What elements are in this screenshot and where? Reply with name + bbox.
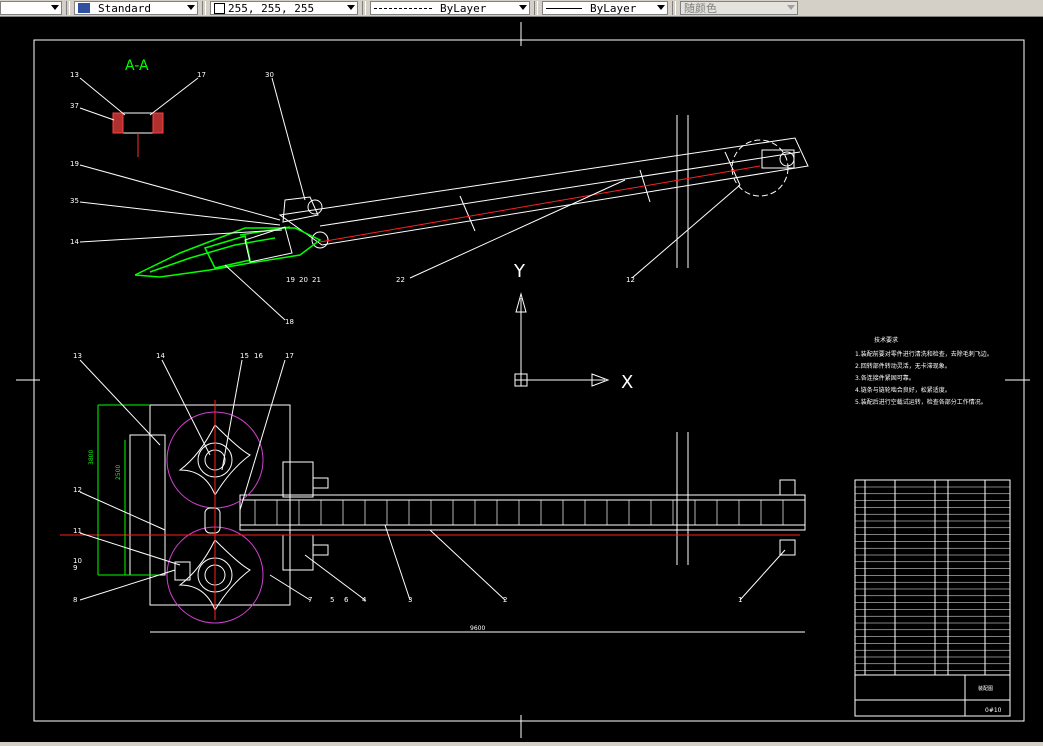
lineweight-value: ByLayer <box>590 1 637 15</box>
svg-text:15: 15 <box>240 352 249 360</box>
svg-text:21: 21 <box>312 276 321 284</box>
lower-leaders <box>79 359 786 601</box>
linetype-preview-icon <box>374 7 432 9</box>
chevron-down-icon <box>787 5 795 10</box>
chevron-down-icon <box>187 5 195 10</box>
cad-drawing: A-A <box>16 22 1030 738</box>
chevron-down-icon <box>51 5 59 10</box>
drawing-canvas[interactable]: A-A <box>0 17 1043 742</box>
color-swatch-icon <box>214 2 225 14</box>
svg-text:19: 19 <box>70 160 79 168</box>
svg-text:35: 35 <box>70 197 79 205</box>
svg-text:2: 2 <box>503 596 507 604</box>
svg-text:20: 20 <box>299 276 308 284</box>
lower-callouts: 13 14 15 16 17 12 11 109 8 7 5 6 4 3 2 1 <box>73 352 742 604</box>
svg-text:22: 22 <box>396 276 405 284</box>
linetype-dropdown[interactable]: ByLayer <box>370 1 530 15</box>
chevron-down-icon <box>519 5 527 10</box>
section-view <box>79 77 199 157</box>
layer-dropdown[interactable] <box>0 1 62 15</box>
title-block-name: 装配图 <box>978 685 993 692</box>
dim-height-2: 2500 <box>115 465 122 480</box>
sprocket-details <box>174 424 251 612</box>
text-style-dropdown[interactable]: Standard <box>74 1 198 15</box>
ucs-icon <box>514 292 610 387</box>
svg-text:12: 12 <box>73 486 82 494</box>
svg-text:37: 37 <box>70 102 79 110</box>
text-style-icon <box>78 3 90 13</box>
toolbar-separator <box>66 1 70 15</box>
chain-links <box>254 500 784 525</box>
plan-view-frame <box>129 404 806 606</box>
tech-note-3: 3.各连接件紧固可靠。 <box>855 374 915 382</box>
color-value: 255, 255, 255 <box>228 1 315 15</box>
upper-callouts: 13 17 37 30 19 35 14 18 19 20 21 22 12 <box>70 71 635 326</box>
tech-note-5: 5.装配后进行空载试运转，检查各部分工作情况。 <box>855 398 987 406</box>
lineweight-preview-icon <box>546 7 582 9</box>
svg-text:14: 14 <box>70 238 79 246</box>
svg-text:18: 18 <box>285 318 294 326</box>
plot-style-dropdown[interactable]: 随颜色 <box>680 1 798 15</box>
tech-note-4: 4.链条与链轮啮合良好，松紧适度。 <box>855 386 951 394</box>
toolbar-separator <box>202 1 206 15</box>
dim-height-1: 3800 <box>88 450 95 465</box>
svg-text:3: 3 <box>408 596 412 604</box>
color-dropdown[interactable]: 255, 255, 255 <box>210 1 358 15</box>
upper-leaders <box>79 77 741 321</box>
lineweight-dropdown[interactable]: ByLayer <box>542 1 668 15</box>
plan-dimensions <box>97 404 160 576</box>
svg-text:7: 7 <box>308 596 312 604</box>
ucs-y-label: Y <box>513 261 526 282</box>
parts-list-table <box>854 479 1011 717</box>
toolbar-separator <box>534 1 538 15</box>
chevron-down-icon <box>657 5 665 10</box>
tech-title: 技术要求 <box>874 336 898 344</box>
drawing-number: 0#10 <box>985 707 1002 714</box>
svg-text:14: 14 <box>156 352 165 360</box>
boom-centerline <box>319 165 761 243</box>
ucs-x-label: X <box>621 372 633 393</box>
status-bar <box>0 742 1043 746</box>
svg-text:13: 13 <box>70 71 79 79</box>
svg-text:4: 4 <box>362 596 367 604</box>
svg-text:11: 11 <box>73 527 82 535</box>
svg-text:13: 13 <box>73 352 82 360</box>
toolbar-separator <box>362 1 366 15</box>
text-style-value: Standard <box>98 1 151 15</box>
svg-text:16: 16 <box>254 352 263 360</box>
svg-text:6: 6 <box>344 596 349 604</box>
svg-text:12: 12 <box>626 276 635 284</box>
linetype-value: ByLayer <box>440 1 487 15</box>
section-label: A-A <box>125 58 149 74</box>
svg-text:17: 17 <box>197 71 206 79</box>
svg-text:10: 10 <box>73 557 82 565</box>
plot-style-value: 随颜色 <box>684 2 717 15</box>
svg-text:8: 8 <box>73 596 77 604</box>
svg-text:17: 17 <box>285 352 294 360</box>
svg-text:5: 5 <box>330 596 334 604</box>
svg-text:9: 9 <box>73 564 77 572</box>
boom-side-view <box>278 115 809 268</box>
toolbar-separator <box>672 1 676 15</box>
center-marks <box>16 22 1030 738</box>
bucket-green-outline <box>134 226 322 278</box>
tech-note-1: 1.装配前要对零件进行清洗和检查，去除毛刺飞边。 <box>855 350 993 358</box>
svg-text:30: 30 <box>265 71 274 79</box>
svg-text:19: 19 <box>286 276 295 284</box>
chevron-down-icon <box>347 5 355 10</box>
properties-toolbar: Standard 255, 255, 255 ByLayer ByLayer 随… <box>0 0 1043 17</box>
bucket-white-outline <box>244 226 293 263</box>
dim-total: 9600 <box>470 625 485 632</box>
svg-text:1: 1 <box>738 596 742 604</box>
tech-note-2: 2.回转部件转动灵活，无卡滞现象。 <box>855 362 951 370</box>
